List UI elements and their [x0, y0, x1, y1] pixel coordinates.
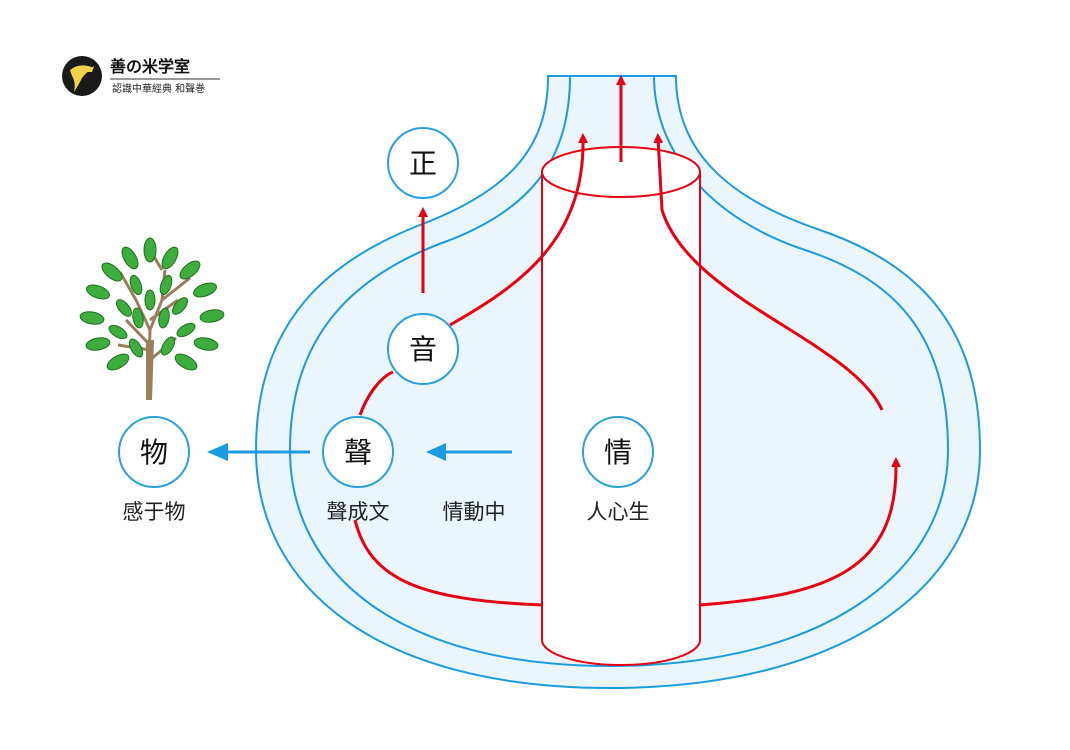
- node-qing-label: 情: [604, 436, 632, 469]
- node-wu-label: 物: [140, 436, 168, 469]
- brand-title: 善の米学室: [110, 57, 190, 76]
- tree-icon: [79, 237, 225, 401]
- blue-flows: [207, 443, 512, 461]
- flow-right-bottom: [699, 457, 902, 607]
- flow-yin-up: [449, 133, 589, 327]
- flow-left-bottom: [353, 519, 543, 607]
- caption-sheng-cheng-wen: 聲成文: [327, 500, 390, 524]
- caption-ren-xin-sheng: 人心生: [587, 500, 650, 524]
- caption-gan-yu-wu: 感于物: [123, 500, 186, 524]
- caption-qing-dong-zhong: 情動中: [443, 500, 506, 524]
- cylinder: [541, 146, 701, 666]
- node-yin: 音: [387, 313, 459, 385]
- node-wu: 物: [118, 416, 190, 488]
- vessel-inner: [288, 75, 950, 668]
- brand-subtitle: 認識中華經典 和聲巻: [112, 82, 205, 95]
- node-zheng: 正: [387, 127, 459, 199]
- node-sheng: 聲: [322, 416, 394, 488]
- red-flows: [353, 75, 902, 607]
- node-sheng-label: 聲: [344, 436, 372, 469]
- node-qing: 情: [582, 416, 654, 488]
- brand-logo: 善の米学室 認識中華經典 和聲巻: [62, 56, 220, 96]
- node-yin-label: 音: [409, 333, 437, 366]
- flow-sheng-to-yin: [358, 370, 394, 416]
- node-zheng-label: 正: [409, 147, 437, 180]
- flow-right-up: [653, 133, 884, 411]
